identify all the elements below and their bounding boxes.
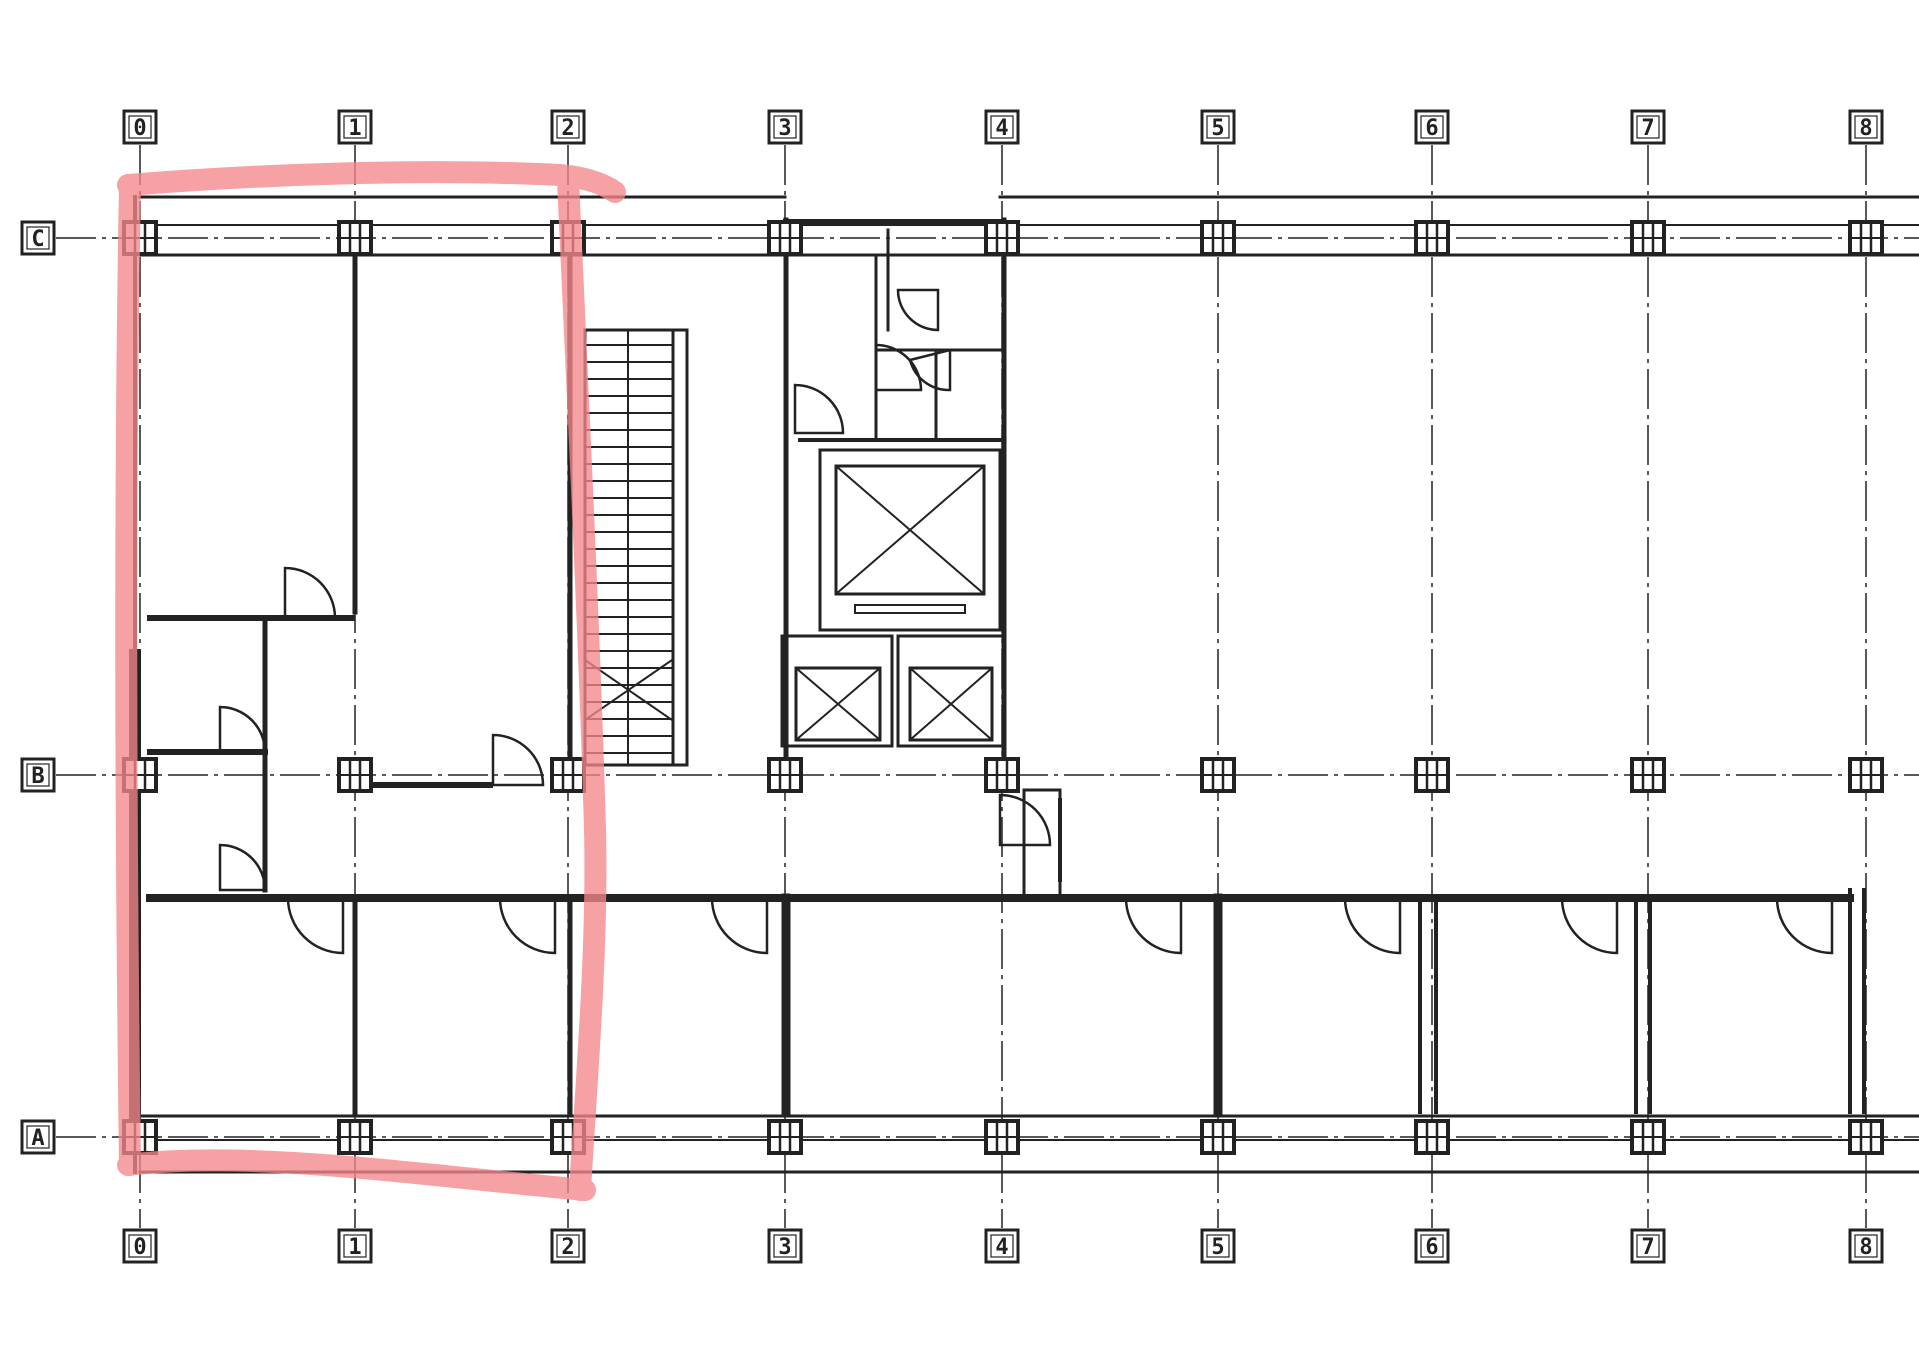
column-4-A [984, 1119, 1020, 1155]
column-3-A [767, 1119, 803, 1155]
grid-bubble-bottom-col-8-label: 8 [1859, 1235, 1872, 1260]
grid-bubble-bottom-col-2: 2 [550, 1228, 586, 1264]
grid-bubble-row-c-label: C [31, 227, 44, 252]
grid-bubble-bottom-col-4-label: 4 [995, 1235, 1008, 1260]
grid-bubble-bottom-col-3-label: 3 [778, 1235, 791, 1260]
column-5-C [1200, 220, 1236, 256]
column-8-A [1848, 1119, 1884, 1155]
grid-bubble-top-col-1: 1 [337, 109, 373, 145]
elevator-2-cross-b [908, 666, 994, 742]
grid-bubble-top-col-8-label: 8 [1859, 116, 1872, 141]
door-15 [793, 383, 845, 435]
stair-treads [584, 329, 673, 766]
door-6 [710, 896, 769, 955]
grid-bubble-bottom-col-5-label: 5 [1211, 1235, 1224, 1260]
elevator-shaft-1 [780, 634, 894, 748]
column-8-B [1848, 757, 1884, 793]
grid-bubble-top-col-5-label: 5 [1211, 116, 1224, 141]
grid-bubble-top-col-7-label: 7 [1641, 116, 1654, 141]
grid-bubble-bottom-col-0: 0 [122, 1228, 158, 1264]
grid-bubble-bottom-col-5: 5 [1200, 1228, 1236, 1264]
elevator-car-main [834, 464, 986, 596]
highlight-markup [115, 161, 626, 1201]
grid-bubble-top-col-6-label: 6 [1425, 116, 1438, 141]
door-12 [896, 288, 940, 332]
elevator-door-main [854, 604, 966, 614]
grid-bubble-bottom-col-7-label: 7 [1641, 1235, 1654, 1260]
grid-bubble-top-col-0: 0 [122, 109, 158, 145]
door-11 [874, 343, 923, 392]
column-6-C [1414, 220, 1450, 256]
door-0 [283, 566, 337, 620]
column-1-A [337, 1119, 373, 1155]
column-3-B [767, 757, 803, 793]
grid-bubble-top-col-3-label: 3 [778, 116, 791, 141]
column-4-C [984, 220, 1020, 256]
column-1-C [337, 220, 373, 256]
grid-bubble-bottom-col-2-label: 2 [561, 1235, 574, 1260]
column-3-C [767, 220, 803, 256]
column-5-B [1200, 757, 1236, 793]
column-8-C [1848, 220, 1884, 256]
column-6-A [1414, 1119, 1450, 1155]
grid-bubble-bottom-col-1-label: 1 [348, 1235, 361, 1260]
elevator-cross-2 [834, 464, 986, 596]
elevator-car-1 [794, 666, 882, 742]
column-5-A [1200, 1119, 1236, 1155]
door-10 [1775, 896, 1834, 955]
grid-bubble-bottom-col-6: 6 [1414, 1228, 1450, 1264]
doors [218, 288, 1834, 955]
grid-bubble-top-col-5: 5 [1200, 109, 1236, 145]
grid-bubble-top-col-2-label: 2 [561, 116, 574, 141]
grid-bubble-bottom-col-8: 8 [1848, 1228, 1884, 1264]
column-2-B [550, 757, 586, 793]
grid-bubble-bottom-col-1: 1 [337, 1228, 373, 1264]
column-1-B [337, 757, 373, 793]
grid-bubble-top-col-1-label: 1 [348, 116, 361, 141]
door-13 [908, 348, 952, 392]
door-14 [998, 793, 1052, 847]
grid-bubble-bottom-col-0-label: 0 [133, 1235, 146, 1260]
grid-bubble-row-a-label: A [31, 1126, 44, 1151]
grid-bubble-top-col-2: 2 [550, 109, 586, 145]
grid-bubble-bottom-col-4: 4 [984, 1228, 1020, 1264]
grid-bubble-row-a: A [20, 1119, 56, 1155]
stair-handrail [671, 328, 689, 767]
door-4 [286, 896, 345, 955]
grid-bubble-row-c: C [20, 220, 56, 256]
column-7-C [1630, 220, 1666, 256]
grid-bubble-row-b-label: B [31, 764, 44, 789]
column-6-B [1414, 757, 1450, 793]
door-7 [1124, 896, 1183, 955]
elevator-1-cross-b [794, 666, 882, 742]
grid-bubble-top-col-3: 3 [767, 109, 803, 145]
grid-bubble-top-col-0-label: 0 [133, 116, 146, 141]
door-1 [218, 705, 267, 754]
grid-lines [56, 145, 1919, 1228]
door-9 [1560, 896, 1619, 955]
door-3 [491, 733, 545, 787]
grid-bubble-bottom-col-3: 3 [767, 1228, 803, 1264]
column-7-A [1630, 1119, 1666, 1155]
elevator-shaft-2 [896, 634, 1006, 748]
grid-bubble-row-b: B [20, 757, 56, 793]
door-8 [1343, 896, 1402, 955]
grid-bubble-bottom-col-6-label: 6 [1425, 1235, 1438, 1260]
door-5 [498, 896, 557, 955]
grid-bubble-top-col-4: 4 [984, 109, 1020, 145]
grid-bubble-top-col-4-label: 4 [995, 116, 1008, 141]
column-4-B [984, 757, 1020, 793]
elevator-shaft-main [818, 448, 1002, 632]
grid-bubble-bottom-col-7: 7 [1630, 1228, 1666, 1264]
grid-bubble-top-col-8: 8 [1848, 109, 1884, 145]
door-2 [218, 843, 267, 892]
grid-bubble-top-col-7: 7 [1630, 109, 1666, 145]
grid-bubble-top-col-6: 6 [1414, 109, 1450, 145]
column-7-B [1630, 757, 1666, 793]
building-structure [129, 195, 1919, 1174]
elevator-car-2 [908, 666, 994, 742]
